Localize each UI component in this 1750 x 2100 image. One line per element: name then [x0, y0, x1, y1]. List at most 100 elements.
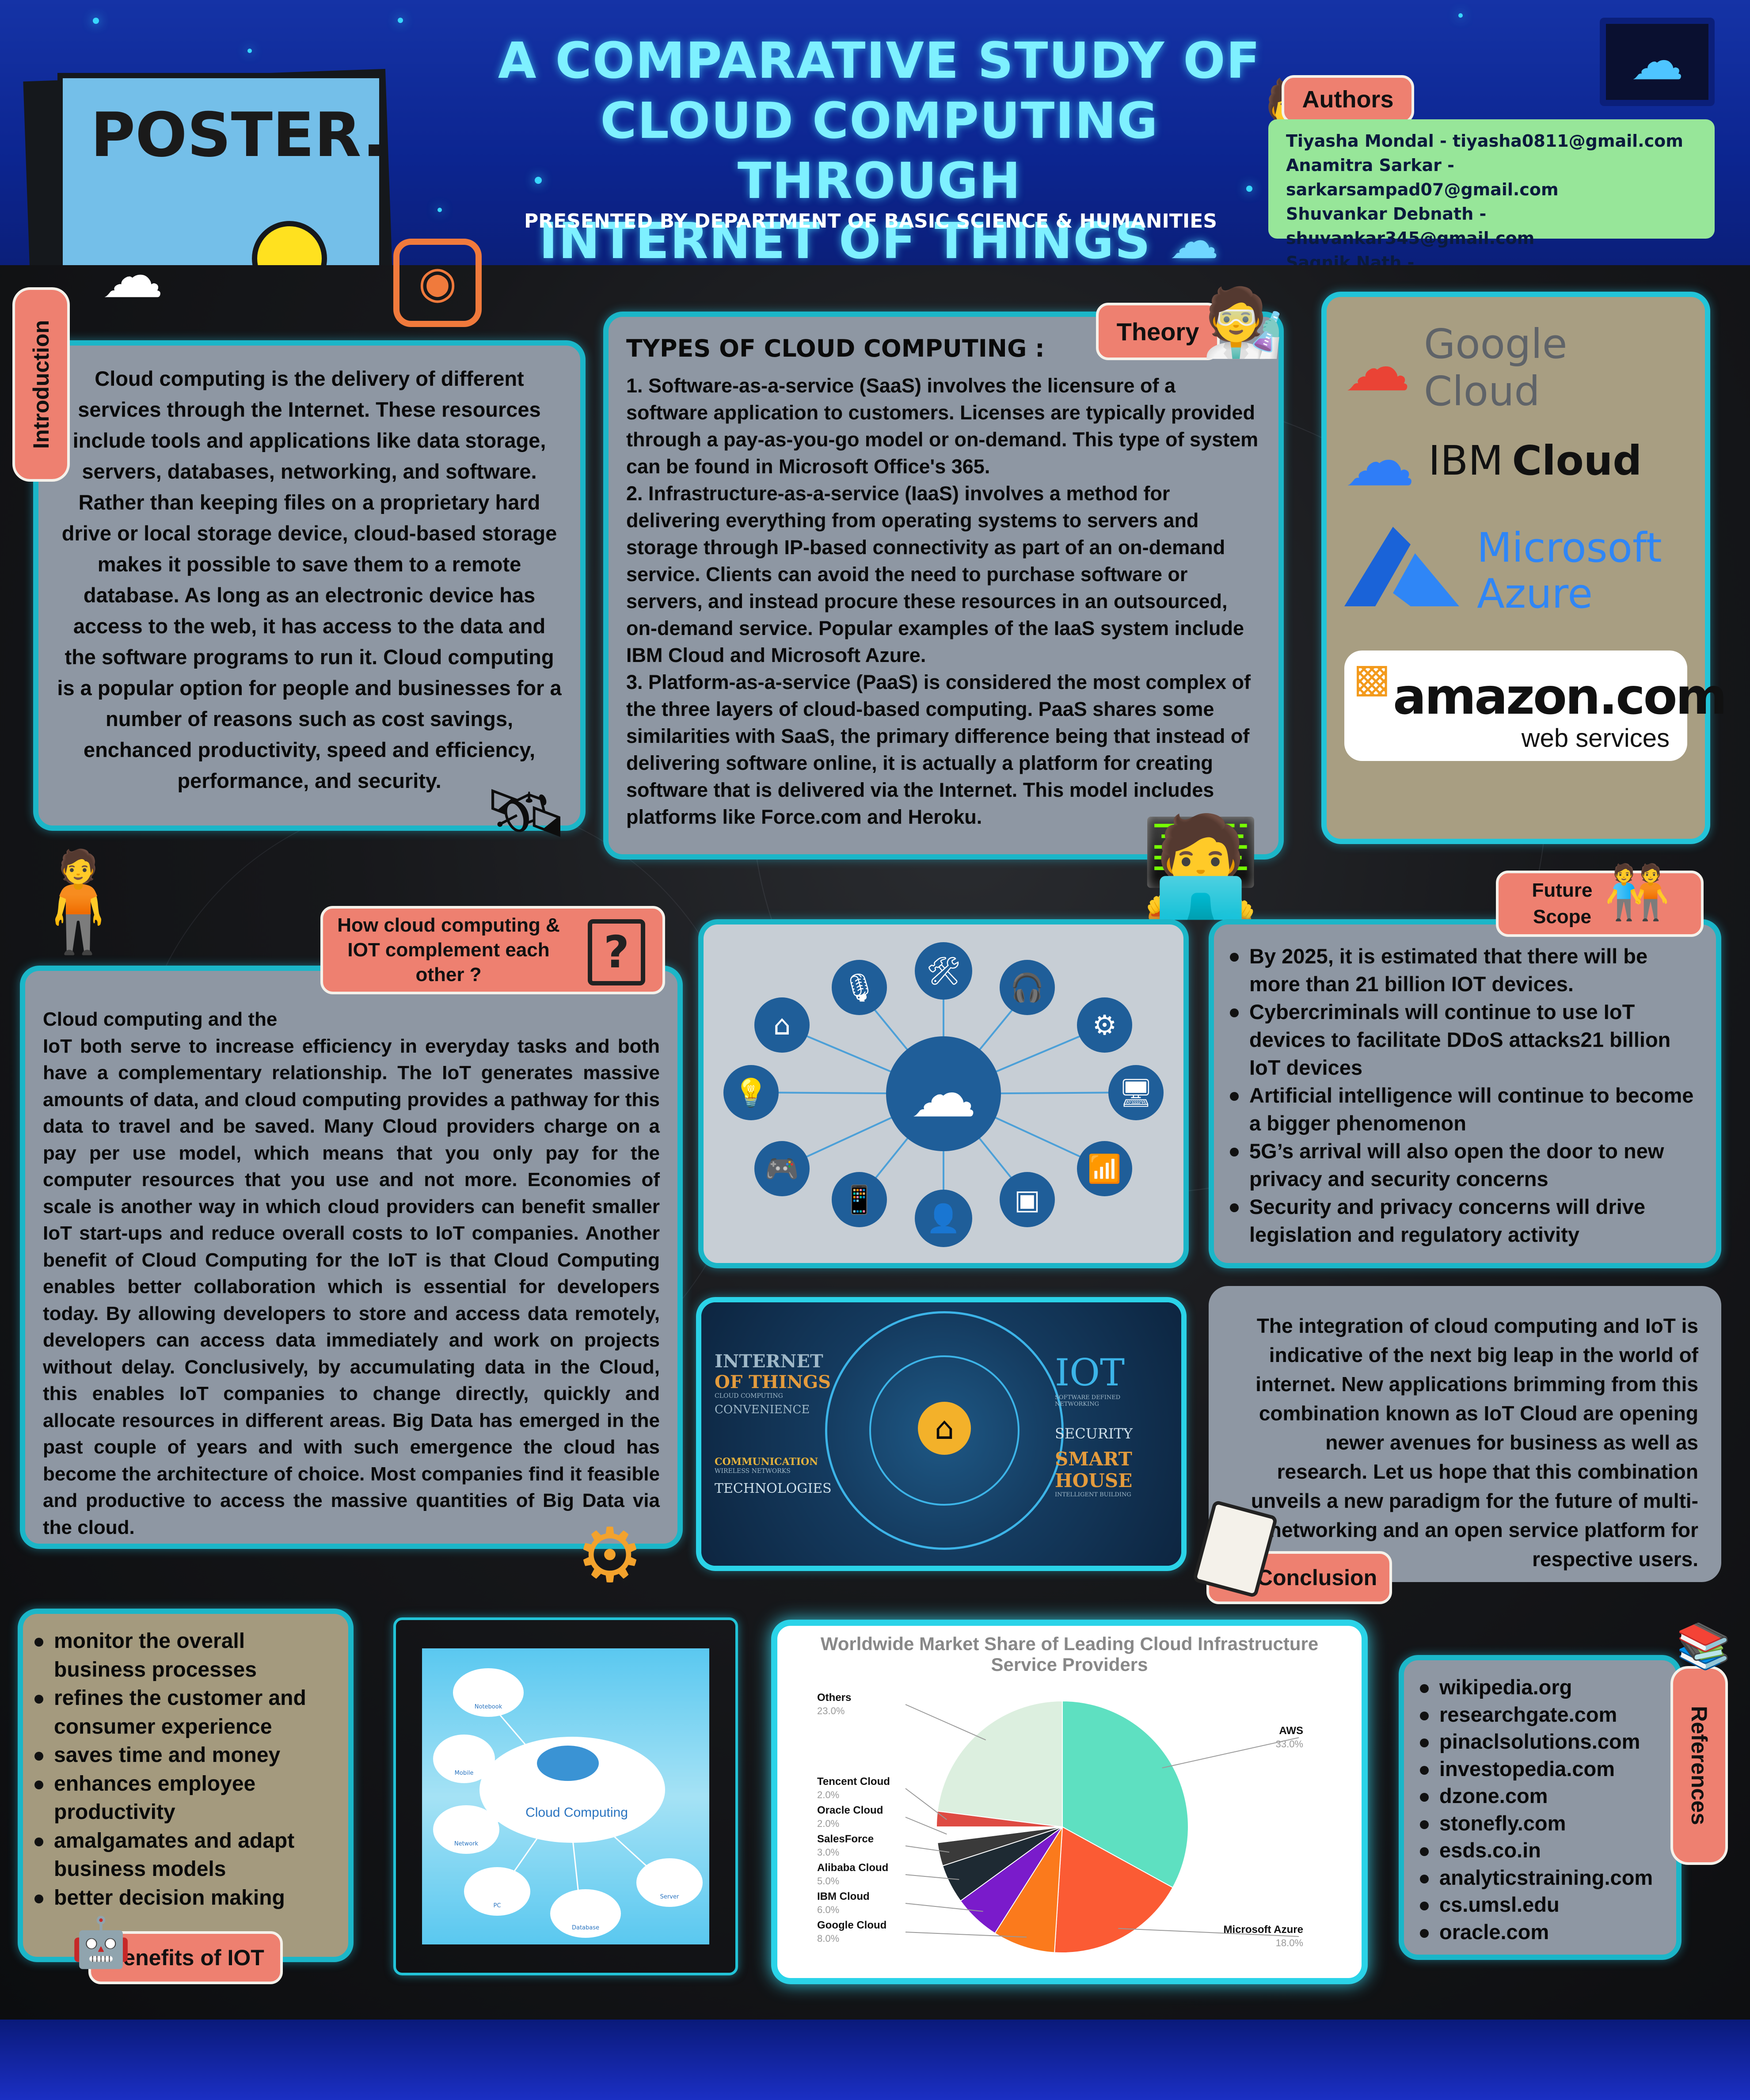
future-scope-label-text: Future Scope: [1532, 879, 1593, 928]
headphones-icon: 🎧: [1000, 960, 1055, 1015]
iot-label-iot: IOT: [1055, 1351, 1125, 1394]
market-share-pie-chart: Worldwide Market Share of Leading Cloud …: [817, 1633, 1318, 1953]
leader-line: [1118, 1928, 1299, 1937]
people-illustration: 🧍🧍: [18, 845, 139, 1091]
references-label: References: [1670, 1666, 1728, 1865]
reference-item: dzone.com: [1417, 1782, 1663, 1810]
future-scope-label: Future Scope: [1496, 871, 1704, 937]
iot-label-cloud: CLOUD COMPUTING: [715, 1392, 783, 1400]
footer-band: [0, 2020, 1750, 2100]
theory-saas: 1. Software-as-a-service (SaaS) involves…: [626, 374, 1259, 478]
references-panel: wikipedia.org researchgate.com pinaclsol…: [1399, 1655, 1682, 1960]
complement-label-text: How cloud computing & IOT complement eac…: [337, 914, 560, 985]
pie-label-value: 2.0%: [817, 1818, 839, 1829]
node-notebook: Notebook: [474, 1704, 502, 1710]
cloud-icon: ☁: [1169, 213, 1220, 265]
ibm-text: IBM: [1428, 437, 1503, 484]
google-cloud-text: Google Cloud: [1424, 320, 1567, 415]
web-services-text: web services: [1521, 724, 1670, 753]
leader-line: [905, 1903, 983, 1912]
hub-diagram-panel: ☁ 🛠 🎙 🎧 ⌂ ⚙ 💡 🖥 🎮 📶 📱 ▣ 👤: [698, 919, 1189, 1268]
introduction-panel: Cloud computing is the delivery of diffe…: [33, 340, 586, 831]
leader-line: [905, 1845, 950, 1853]
leader-line: [905, 1817, 947, 1835]
pie-label-name: Google Cloud: [817, 1919, 886, 1931]
team-illustration: 🧑‍🤝‍🧑: [1604, 862, 1670, 923]
pie-label-value: 33.0%: [1276, 1739, 1303, 1750]
iot-label-technologies: TECHNOLOGIES: [715, 1481, 832, 1496]
future-item: Security and privacy concerns will drive…: [1227, 1193, 1703, 1248]
reference-item: oracle.com: [1417, 1918, 1663, 1946]
pie-label-value: 8.0%: [817, 1933, 839, 1944]
complement-text: Cloud computing and the IoT both serve t…: [43, 1008, 660, 1538]
cloud-center-label: Cloud Computing: [525, 1805, 628, 1820]
ibm-cloud-icon: ☁: [1344, 419, 1415, 502]
header-banner: POSTER. A COMPARATIVE STUDY OF CLOUD COM…: [0, 0, 1750, 265]
benefits-label: Benefits of IOT: [88, 1931, 283, 1984]
tools-icon: 🛠: [915, 942, 972, 1000]
node-pc: PC: [493, 1902, 501, 1909]
chart-title: Worldwide Market Share of Leading Cloud …: [821, 1633, 1318, 1654]
chart-panel: Worldwide Market Share of Leading Cloud …: [771, 1620, 1368, 1984]
wifi-cloud-icon: ☁: [102, 240, 164, 312]
authors-box: Tiyasha Mondal - tiyasha0811@gmail.com A…: [1268, 119, 1715, 265]
iot-label-internet: INTERNET: [715, 1351, 823, 1372]
azure-text: Azure: [1477, 570, 1593, 617]
gamepad-icon: 🎮: [754, 1141, 810, 1196]
iot-left-labels: INTERNET OF THINGS CLOUD COMPUTING CONVE…: [715, 1351, 832, 1496]
monitor-cloud-icon: ☁: [1600, 18, 1715, 106]
reference-item: cs.umsl.edu: [1417, 1891, 1663, 1918]
iot-label-building: INTELLIGENT BUILDING: [1055, 1491, 1131, 1498]
azure-icon: [1344, 527, 1459, 606]
clipboard-question-icon: ?: [588, 919, 645, 985]
references-label-text: References: [1687, 1706, 1712, 1825]
aws-cubes-icon: ▩: [1353, 655, 1391, 701]
benefits-list: monitor the overall business processes r…: [32, 1627, 339, 1912]
reference-item: analyticstraining.com: [1417, 1864, 1663, 1891]
node-mobile: Mobile: [454, 1770, 474, 1777]
providers-panel: ☁ Google Cloud ☁ IBM Cloud Microsoft Azu…: [1321, 292, 1727, 844]
ibm-cloud-text: Cloud: [1512, 437, 1642, 484]
title-line-2: CLOUD COMPUTING THROUGH: [600, 92, 1159, 210]
pie-label-name: SalesForce: [817, 1833, 874, 1845]
iot-label-communication: COMMUNICATION: [715, 1456, 818, 1468]
iot-label-house: HOUSE: [1055, 1470, 1133, 1491]
node-network: Network: [454, 1841, 479, 1847]
settings-icon: ⚙: [1077, 997, 1132, 1053]
pie-label-value: 23.0%: [817, 1705, 845, 1716]
user-icon: 👤: [915, 1190, 972, 1247]
title-line-1: A COMPARATIVE STUDY OF: [498, 32, 1261, 90]
introduction-label-text: Introduction: [29, 320, 54, 449]
cloud-diagram-frame: [393, 1617, 738, 1975]
author-2: Anamitra Sarkar - sarkarsampad07@gmail.c…: [1286, 156, 1559, 199]
microphone-icon: 🎙: [832, 960, 887, 1015]
benefit-item: monitor the overall business processes: [32, 1627, 339, 1684]
leader-line: [1162, 1737, 1299, 1769]
scientist-icon: 🧑‍🔬: [1202, 284, 1285, 361]
conclusion-label-text: Conclusion: [1256, 1565, 1377, 1590]
pie-label-value: 18.0%: [1276, 1937, 1303, 1948]
books-icon: 📚: [1676, 1620, 1731, 1672]
author-4: Sagnik Nath - sagnikkumarnath@gmail.com: [1286, 253, 1415, 265]
theory-heading: TYPES OF CLOUD COMPUTING :: [626, 335, 1045, 362]
introduction-label: Introduction: [12, 287, 70, 482]
future-item: Cybercriminals will continue to use IoT …: [1227, 998, 1703, 1081]
pie-label-name: Microsoft Azure: [1224, 1924, 1303, 1936]
author-3: Shuvankar Debnath - shuvankar345@gmail.c…: [1286, 204, 1535, 248]
pie-slice-microsoft-azure: [1054, 1826, 1174, 1953]
theory-label: Theory: [1096, 303, 1220, 360]
pie-label-value: 3.0%: [817, 1847, 839, 1858]
leader-line: [905, 1704, 986, 1741]
references-list: wikipedia.org researchgate.com pinaclsol…: [1417, 1674, 1663, 1945]
cloud-diagram: Cloud Computing Notebook Mobile Network …: [422, 1648, 709, 1944]
iot-image-panel: ⌂ INTERNET OF THINGS CLOUD COMPUTING CON…: [696, 1297, 1187, 1571]
pie-label-value: 6.0%: [817, 1904, 839, 1915]
leader-line: [905, 1932, 1027, 1938]
node-server: Server: [660, 1894, 679, 1900]
iot-label-sdn: SOFTWARE DEFINED NETWORKING: [1055, 1394, 1121, 1408]
complement-panel: Cloud computing and the IoT both serve t…: [20, 966, 683, 1549]
pie-slice-aws: [1062, 1700, 1189, 1888]
microsoft-azure-logo: Microsoft Azure: [1344, 509, 1687, 633]
reference-item: researchgate.com: [1417, 1701, 1663, 1728]
iot-right-labels: IOT SOFTWARE DEFINED NETWORKING SECURITY…: [1055, 1351, 1161, 1498]
